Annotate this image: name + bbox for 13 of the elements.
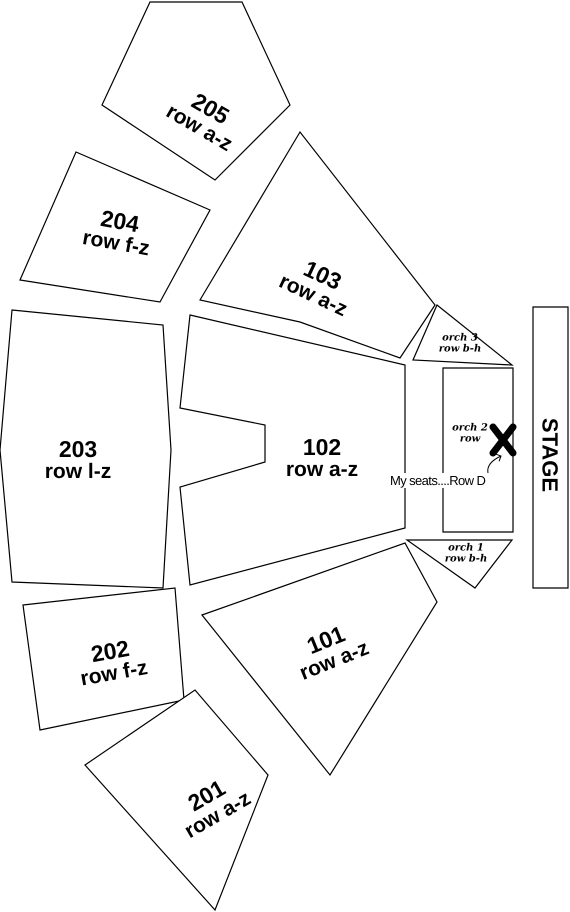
section-number: 203 — [58, 436, 98, 462]
section-name: orch 2 — [452, 424, 488, 434]
section-number: 102 — [302, 434, 342, 460]
row-range: row a-z — [286, 459, 358, 482]
section-number: 204 — [98, 206, 141, 236]
section-name: orch 1 — [448, 544, 484, 554]
leader-line — [487, 454, 502, 474]
row-range: row b-h — [444, 554, 488, 564]
row-range: row b-h — [438, 344, 482, 354]
row-range: row — [460, 434, 480, 444]
seat-note: My seats....Row D — [388, 473, 488, 488]
stage-label: STAGE — [538, 418, 562, 492]
row-range: row l-z — [44, 461, 112, 484]
